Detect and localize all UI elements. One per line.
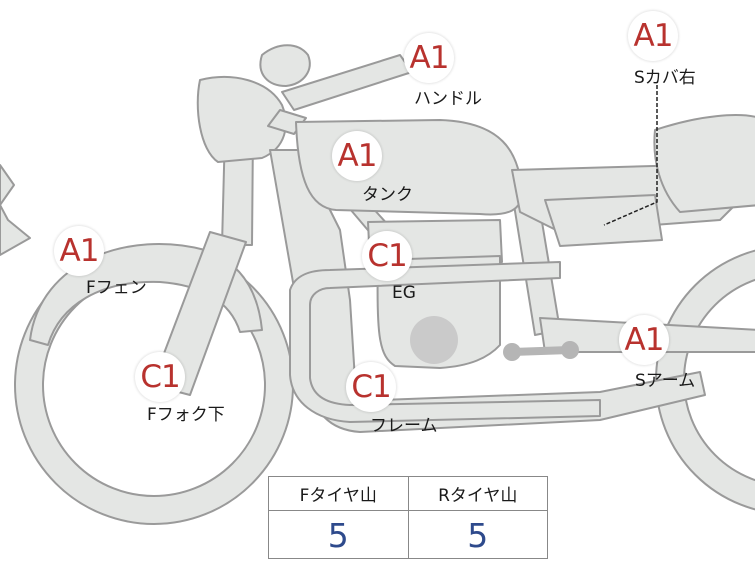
part-label-handle: ハンドル: [414, 89, 482, 109]
part-label-side-cover-right: Sカバ右: [634, 68, 696, 88]
grade-marker-frame: C1: [346, 362, 396, 412]
grade-marker-side-cover-right: A1: [628, 11, 678, 61]
part-label-frame: フレーム: [370, 416, 438, 436]
tire-tread-table: Fタイヤ山 Rタイヤ山 5 5: [268, 476, 548, 559]
part-label-engine: EG: [392, 283, 416, 303]
grade-marker-swing-arm: A1: [619, 315, 669, 365]
front-tire-header: Fタイヤ山: [269, 477, 409, 510]
left-edge-part: [0, 164, 31, 256]
grade-marker-front-fork-lower: C1: [135, 352, 185, 402]
rear-cowl: [653, 114, 755, 213]
part-label-tank: タンク: [362, 185, 413, 205]
part-label-front-fender: Fフェン: [86, 278, 147, 298]
headlight: [196, 76, 287, 163]
rear-tire-header: Rタイヤ山: [438, 486, 518, 506]
mirror: [259, 44, 311, 87]
grade-marker-engine: C1: [362, 231, 412, 281]
front-tire-value: 5: [269, 511, 409, 559]
grade-marker-tank: A1: [332, 131, 382, 181]
grade-marker-front-fender: A1: [54, 226, 104, 276]
leader-line: [603, 85, 658, 226]
grade-marker-handle: A1: [404, 33, 454, 83]
exhaust: [289, 261, 601, 423]
rear-tire-value: 5: [467, 515, 489, 555]
part-label-front-fork-lower: Fフォク下: [147, 405, 225, 425]
part-label-swing-arm: Sアーム: [635, 371, 696, 391]
side-cover: [544, 194, 663, 247]
